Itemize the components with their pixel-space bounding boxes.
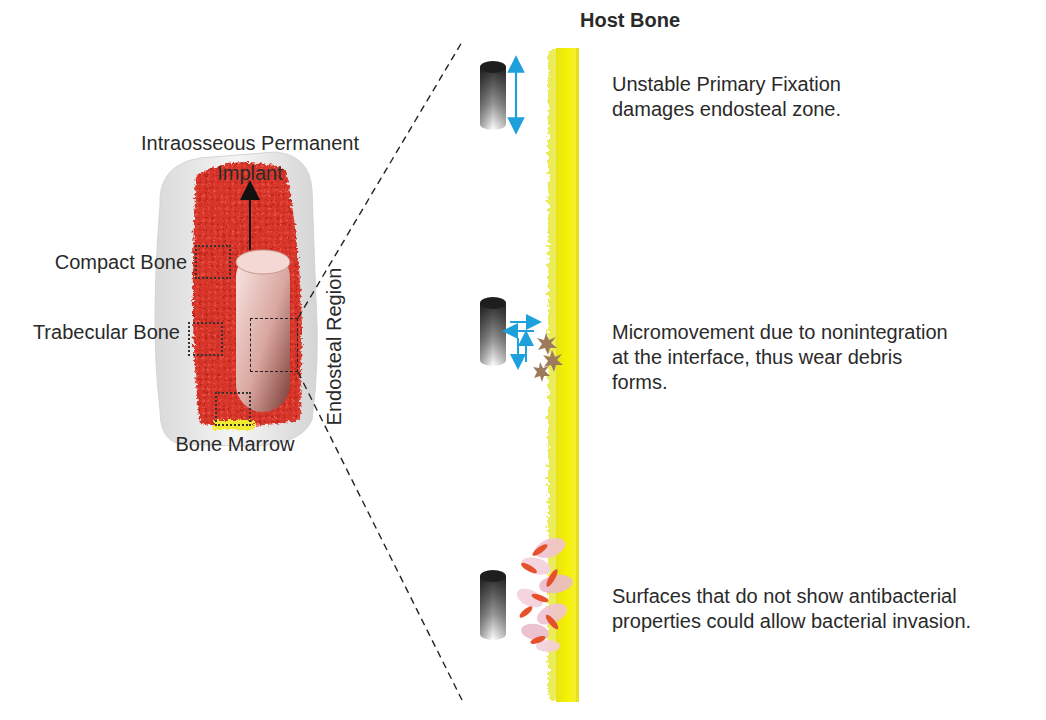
implant-cylinder [480,61,506,130]
region-box: Trabecular Bone [188,322,223,356]
panel-heading: Host Bone [560,8,700,33]
marrow-region [193,162,302,426]
region-box: Compact Bone [195,245,231,279]
implant-cylinder [480,297,506,366]
annotation-text: Unstable Primary Fixation damages endost… [612,72,872,122]
region-box: Bone Marrow [215,392,251,426]
cortical-shell [155,152,317,446]
motion-arrow [515,64,517,126]
region-box: Endosteal Region [250,318,298,372]
region-label: Trabecular Bone [0,320,180,345]
bacteria-cluster [514,534,574,652]
bone-section [155,152,317,446]
motion-arrow [510,330,534,332]
motion-arrow [525,338,527,362]
bone-edge [576,48,579,702]
leader-arrow [249,190,251,250]
implant-body [236,250,290,412]
region-label: Bone Marrow [145,432,325,457]
annotation-text: Micromovement due to nonintegration at t… [612,320,957,395]
region-label: Compact Bone [17,250,187,275]
implant-label: Intraosseous Permanent Implant [135,128,365,188]
motion-arrow [517,338,519,362]
annotation-text: Surfaces that do not show antibacterial … [612,584,1012,634]
implant-cylinder [480,570,506,640]
motion-arrow [510,321,534,323]
host-bone-strip [548,48,579,702]
implant-top [236,250,290,274]
wear-debris [533,333,563,382]
region-label: Endosteal Region [322,262,347,432]
